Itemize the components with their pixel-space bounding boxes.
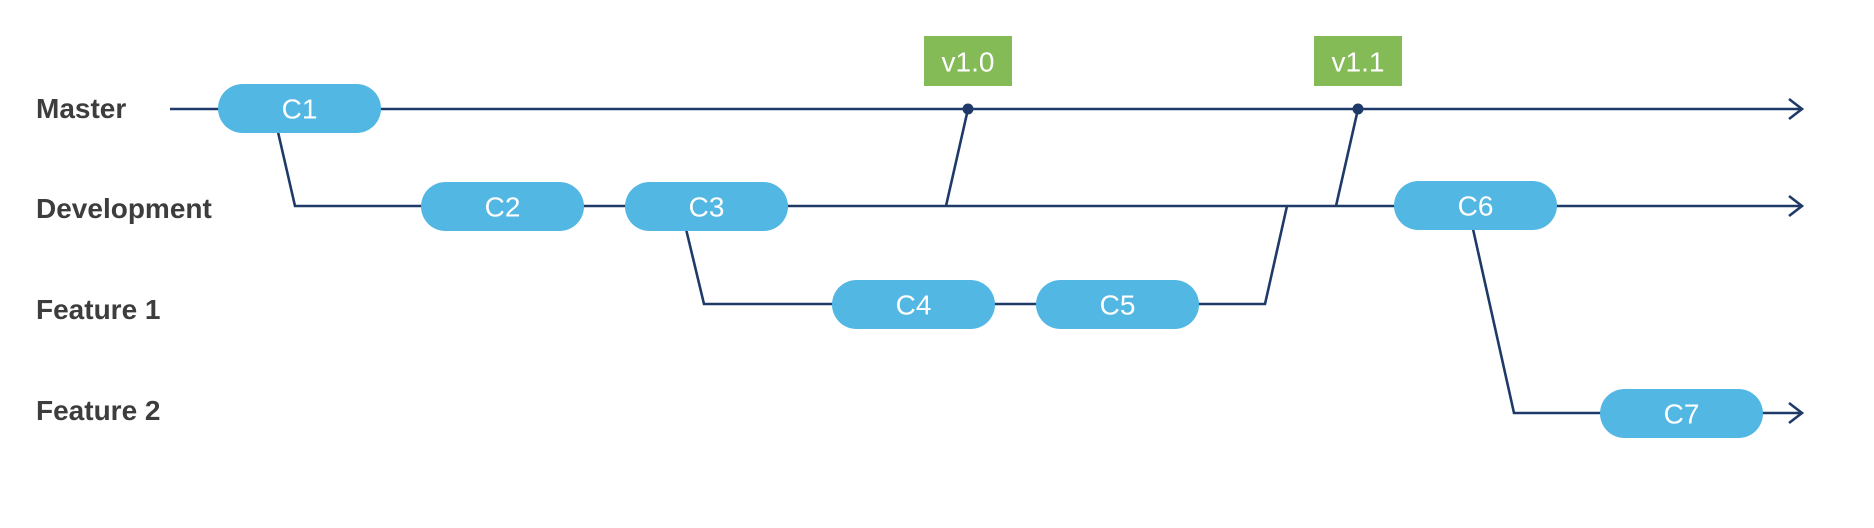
- branch-label-feature-1: Feature 1: [36, 294, 161, 325]
- commit-c2: C2: [421, 182, 584, 231]
- commit-c7: C7: [1600, 389, 1763, 438]
- commit-c3: C3: [625, 182, 788, 231]
- commit-c6-pill: [1394, 181, 1557, 230]
- merge-line-v1-0: [944, 108, 970, 207]
- commit-c2-pill: [421, 182, 584, 231]
- feature-2-arrowhead: [1788, 401, 1805, 425]
- commit-c1-label: C1: [282, 94, 318, 125]
- commit-c6: C6: [1394, 181, 1557, 230]
- tag-v1-0-label: v1.0: [942, 47, 995, 78]
- commit-c4: C4: [832, 280, 995, 329]
- commit-c7-label: C7: [1664, 399, 1700, 430]
- commit-c1: C1: [218, 84, 381, 133]
- master-arrowhead: [1788, 97, 1805, 121]
- branch-label-development: Development: [36, 193, 212, 224]
- merge-point-v1-1: [1352, 103, 1364, 115]
- commit-c5-label: C5: [1100, 290, 1136, 321]
- commit-c3-pill: [625, 182, 788, 231]
- commit-c5-pill: [1036, 280, 1199, 329]
- branch-lines: [170, 97, 1805, 425]
- feature-2-line: [1471, 228, 1802, 415]
- tag-v1-1-box: [1314, 36, 1402, 86]
- commit-c7-pill: [1600, 389, 1763, 438]
- commit-c4-pill: [832, 280, 995, 329]
- development-line: [276, 131, 1802, 208]
- commit-c4-label: C4: [896, 290, 932, 321]
- commit-c6-label: C6: [1458, 191, 1494, 222]
- tag-v1-1-label: v1.1: [1332, 47, 1385, 78]
- tag-v1-0-box: [924, 36, 1012, 86]
- merge-line-v1-1: [1334, 108, 1360, 207]
- commit-c1-pill: [218, 84, 381, 133]
- merge-point-v1-0: [962, 103, 974, 115]
- commit-c5: C5: [1036, 280, 1199, 329]
- commit-c3-label: C3: [689, 192, 725, 223]
- branch-label-master: Master: [36, 93, 127, 124]
- tag-v1-1: v1.1: [1314, 36, 1402, 86]
- branch-label-feature-2: Feature 2: [36, 395, 161, 426]
- development-arrowhead: [1788, 194, 1805, 218]
- commit-c2-label: C2: [485, 192, 521, 223]
- tag-v1-0: v1.0: [924, 36, 1012, 86]
